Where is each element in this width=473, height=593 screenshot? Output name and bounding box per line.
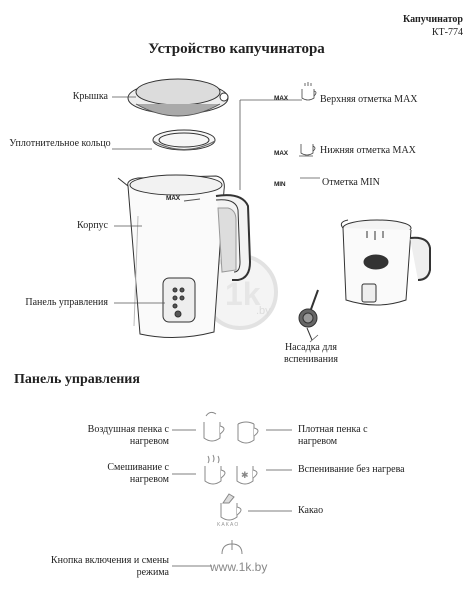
cocoa-icon-text: KAKAO bbox=[217, 522, 240, 528]
svg-text:✱: ✱ bbox=[241, 471, 249, 481]
label-min: Отметка MIN bbox=[322, 177, 380, 188]
leader-lines bbox=[112, 96, 320, 343]
header-model: КТ-774 bbox=[431, 27, 463, 38]
header-brand: Капучинатор bbox=[403, 14, 463, 25]
label-power-button: Кнопка включения и смены режима bbox=[50, 555, 169, 578]
label-cold-foam: Вспенивание без нагрева bbox=[298, 464, 405, 475]
seal-ring-drawing bbox=[152, 129, 216, 151]
air-foam-icon bbox=[203, 411, 225, 442]
label-lid: Крышка bbox=[72, 91, 108, 102]
label-whisk: Насадка для вспенивания bbox=[284, 342, 338, 365]
mode-icons: ✱ bbox=[203, 411, 259, 555]
mini-jug-drawing bbox=[340, 219, 431, 306]
max-lower-icon: MAX bbox=[274, 150, 288, 157]
cold-foam-icon: ✱ bbox=[236, 466, 258, 485]
label-dense-foam: Плотная пенка с нагревом bbox=[298, 424, 368, 447]
panel-leader-lines bbox=[172, 429, 292, 567]
watermark-logo-text: 1k bbox=[225, 276, 261, 312]
section-title-control-panel: Панель управления bbox=[14, 372, 140, 387]
mixing-icon bbox=[204, 454, 226, 485]
label-cocoa: Какао bbox=[298, 505, 324, 516]
power-icon bbox=[221, 540, 243, 555]
label-seal-ring: Уплотнительное кольцо bbox=[9, 138, 111, 149]
max-upper-icon: MAX bbox=[274, 95, 288, 102]
dense-foam-icon bbox=[237, 421, 259, 444]
watermark-logo-sub: .by bbox=[256, 305, 271, 317]
whisk-drawing bbox=[298, 289, 319, 341]
label-max-upper: Верхняя отметка MAX bbox=[320, 94, 418, 105]
watermark-site: www.1k.by bbox=[210, 560, 268, 574]
jug-body-drawing bbox=[117, 174, 252, 339]
label-air-foam: Воздушная пенка с нагревом bbox=[87, 424, 169, 447]
page-title: Устройство капучинатора bbox=[148, 41, 325, 57]
lid-drawing bbox=[127, 78, 229, 117]
level-mark-icons bbox=[300, 82, 317, 156]
label-mixing: Смешивание с нагревом bbox=[107, 462, 169, 485]
jug-max-mark: MAX bbox=[166, 195, 180, 202]
cocoa-icon bbox=[220, 493, 242, 521]
label-max-lower: Нижняя отметка MAX bbox=[320, 145, 416, 156]
label-control-panel: Панель управления bbox=[25, 297, 108, 308]
label-body: Корпус bbox=[77, 220, 108, 231]
min-icon: MIN bbox=[274, 181, 286, 188]
